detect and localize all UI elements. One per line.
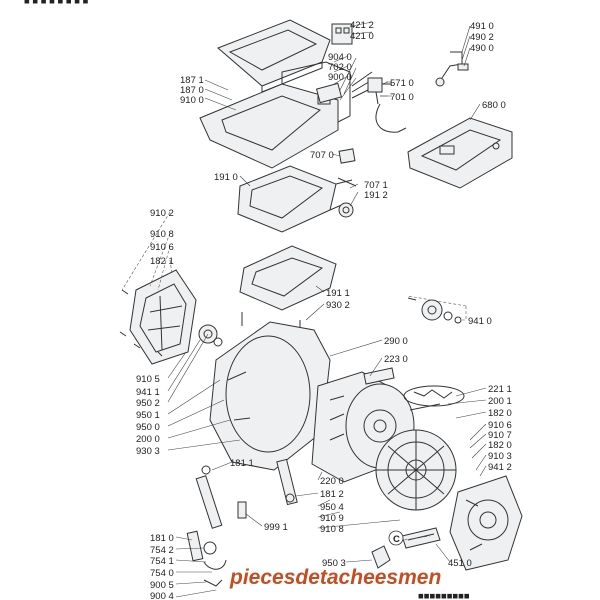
label-754-0: 754 0: [150, 568, 174, 579]
screws-left: [119, 289, 301, 357]
label-707-1: 707 1: [364, 180, 388, 191]
inlet-valve: [367, 77, 407, 133]
label-910-5: 910 5: [136, 374, 160, 385]
small-parts-221: [403, 385, 465, 411]
label-187-1: 187 1: [180, 75, 204, 86]
label-701-0: 701 0: [390, 92, 414, 103]
label-221-1: 221 1: [488, 384, 512, 395]
label-910-8b: 910 8: [320, 524, 344, 535]
heater: [371, 527, 441, 569]
shock-absorber: [195, 458, 298, 529]
part-999-1: [237, 501, 247, 519]
label-930-2: 930 2: [326, 300, 350, 311]
label-191-1: 191 1: [326, 288, 350, 299]
label-900-4: 900 4: [150, 591, 174, 600]
label-702-0: 702 0: [328, 62, 352, 73]
right-bearing-housing: [407, 297, 462, 324]
label-490-2: 490 2: [470, 32, 494, 43]
label-220-0: 220 0: [320, 476, 344, 487]
label-182-0: 182 0: [488, 408, 512, 419]
label-491-0: 491 0: [470, 21, 494, 32]
label-191-2: 191 2: [364, 190, 388, 201]
watermark: piecesdetacheesmen piecesdetacheesmen: [228, 565, 443, 591]
control-block-421: [331, 21, 373, 45]
part-707-0: [338, 148, 356, 164]
label-930-3: 930 3: [136, 446, 160, 457]
footer-code: ■■■■■■■■■: [418, 591, 470, 600]
label-182-1: 182 1: [150, 256, 174, 267]
watermark-shadow: piecesdetacheesmen: [229, 566, 441, 589]
label-900-0: 900 0: [328, 72, 352, 83]
label-950-2: 950 2: [136, 398, 160, 409]
label-451-0: 451 0: [448, 558, 472, 569]
part-labels: 421 2 421 0 491 0 490 2 490 0 904 0 702 …: [136, 20, 512, 600]
label-200-0: 200 0: [136, 434, 160, 445]
label-950-0: 950 0: [136, 422, 160, 433]
label-904-0: 904 0: [328, 52, 352, 63]
motor-assembly: [449, 475, 523, 571]
pressure-hose: [435, 51, 469, 87]
callout-c: C: [388, 530, 404, 546]
leader-lines: [121, 25, 487, 598]
label-200-1: 200 1: [488, 396, 512, 407]
label-181-1: 181 1: [230, 458, 254, 469]
rear-flange: [375, 429, 457, 511]
electronic-module: [315, 57, 373, 104]
door-seal-frame: [239, 245, 337, 311]
label-910-2: 910 2: [150, 208, 174, 219]
label-999-1: 999 1: [264, 522, 288, 533]
label-421-2: 421 2: [350, 20, 374, 31]
label-910-9: 910 9: [320, 513, 344, 524]
label-223-0: 223 0: [384, 354, 408, 365]
watermark-text: piecesdetacheesmen: [229, 566, 441, 589]
label-181-2: 181 2: [320, 489, 344, 500]
label-707-0: 707 0: [310, 150, 334, 161]
label-910-3: 910 3: [488, 451, 512, 462]
header-text: ■ ■ ■ ■ ■ ■ ■ ■: [24, 0, 89, 7]
left-bearing-flange: [129, 269, 223, 365]
label-680-0: 680 0: [482, 100, 506, 111]
label-421-0: 421 0: [350, 31, 374, 42]
label-941-1: 941 1: [136, 387, 160, 398]
label-910-6: 910 6: [150, 242, 174, 253]
label-571-0: 571 0: [390, 78, 414, 89]
label-941-2: 941 2: [488, 462, 512, 473]
label-910-0: 910 0: [180, 95, 204, 106]
drain-hose: [186, 530, 227, 587]
label-182-0b: 182 0: [488, 440, 512, 451]
label-910-6b: 910 6: [488, 420, 512, 431]
callout-letter: C: [393, 534, 400, 545]
part-191-2: [337, 177, 357, 218]
part-223-0: [363, 367, 395, 385]
label-950-3: 950 3: [322, 558, 346, 569]
label-900-5: 900 5: [150, 580, 174, 591]
label-187-0: 187 0: [180, 85, 204, 96]
label-950-4: 950 4: [320, 502, 344, 513]
label-191-0: 191 0: [214, 172, 238, 183]
label-950-1: 950 1: [136, 410, 160, 421]
label-754-1: 754 1: [150, 556, 174, 567]
label-910-8: 910 8: [150, 229, 174, 240]
label-941-0: 941 0: [468, 316, 492, 327]
label-490-0: 490 0: [470, 43, 494, 54]
label-181-0: 181 0: [150, 533, 174, 544]
opening-frame: [237, 165, 353, 233]
top-lid: [217, 19, 331, 93]
label-910-7: 910 7: [488, 430, 512, 441]
label-754-2: 754 2: [150, 545, 174, 556]
detergent-drawer: [407, 117, 513, 189]
tub-half: [209, 321, 331, 471]
label-290-0: 290 0: [384, 336, 408, 347]
